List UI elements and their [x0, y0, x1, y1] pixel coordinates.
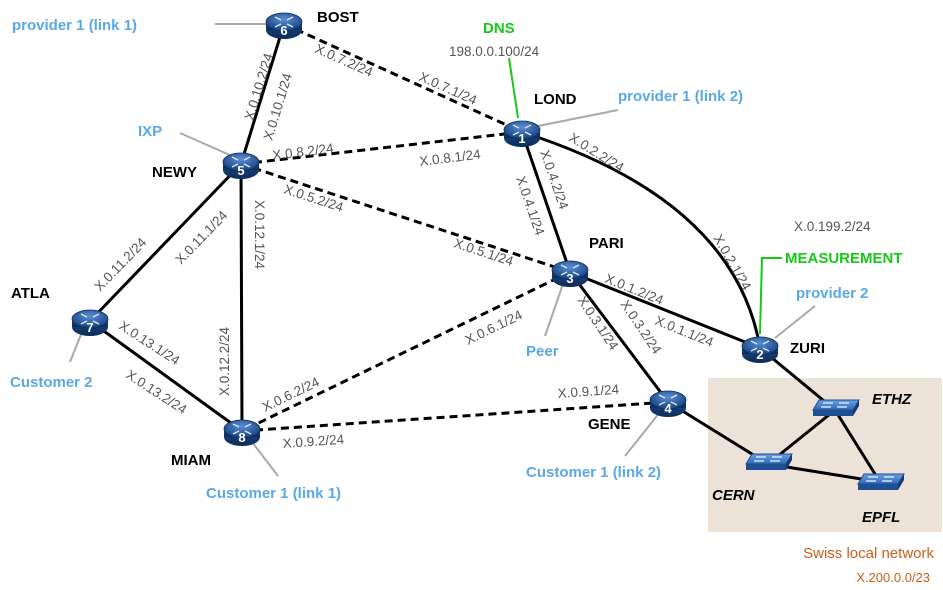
- ext-link-atla: [69, 331, 83, 363]
- router-4[interactable]: 4: [649, 390, 687, 417]
- switch-epfl[interactable]: [857, 473, 905, 490]
- ext-peer: Peer: [526, 343, 559, 360]
- measurement-label: MEASUREMENT: [785, 250, 903, 267]
- ip-x0-3-1: X.0.3.1/24: [575, 293, 622, 353]
- ext-link-lond: [537, 109, 619, 127]
- dns-label: DNS: [483, 20, 515, 37]
- measurement-ip: X.0.199.2/24: [794, 219, 871, 234]
- special-host-links: [508, 57, 782, 335]
- swiss-network-label: Swiss local network: [803, 545, 934, 562]
- router-6-number: 6: [280, 23, 287, 38]
- router-3-number: 3: [566, 271, 573, 286]
- switch-ethz[interactable]: [812, 399, 860, 416]
- router-8-number: 8: [238, 430, 245, 445]
- ext-customer2: Customer 2: [10, 374, 93, 391]
- ip-x0-4-2: X.0.4.2/24: [537, 148, 571, 212]
- link-gene-cern: [667, 400, 769, 466]
- measurement-link: [759, 257, 782, 335]
- ip-x0-6-2: X.0.6.2/24: [260, 374, 322, 415]
- external-links: [69, 23, 816, 477]
- router-1[interactable]: 1: [503, 120, 541, 147]
- router-2[interactable]: 2: [741, 336, 779, 363]
- ext-customer1-link1: Customer 1 (link 1): [206, 485, 341, 502]
- link-newy-lond: [240, 130, 523, 166]
- router-7[interactable]: 7: [71, 309, 109, 336]
- router-1-number: 1: [518, 131, 525, 146]
- ext-customer1-link2: Customer 1 (link 2): [526, 464, 661, 481]
- router-name-newy: NEWY: [152, 164, 197, 181]
- ip-x0-9-2: X.0.9.2/24: [282, 432, 345, 451]
- link-bost-newy: [239, 23, 286, 165]
- ext-provider1-link1: provider 1 (link 1): [12, 17, 137, 34]
- router-name-zuri: ZURI: [790, 340, 825, 357]
- ip-x0-8-2: X.0.8.2/24: [272, 141, 335, 163]
- ip-x0-13-2: X.0.13.2/24: [123, 367, 189, 417]
- ip-x0-9-1: X.0.9.1/24: [557, 382, 620, 401]
- ext-link-pari: [544, 283, 564, 337]
- links: [88, 22, 882, 484]
- ip-x0-13-1: X.0.13.1/24: [116, 318, 182, 368]
- ext-link-miam: [251, 441, 279, 477]
- link-lond-pari: [520, 131, 572, 273]
- router-name-pari: PARI: [589, 235, 624, 252]
- ip-x0-12-1: X.0.12.1/24: [252, 200, 267, 270]
- ext-ixp: IXP: [138, 123, 162, 140]
- ext-provider1-link2: provider 1 (link 2): [618, 88, 743, 105]
- switch-name-cern: CERN: [712, 487, 756, 504]
- link-pari-miam: [241, 270, 571, 433]
- link-newy-miam: [239, 163, 244, 432]
- router-name-atla: ATLA: [11, 285, 50, 302]
- ip-x0-2-1: X.0.2.1/24: [710, 232, 754, 293]
- link-newy-pari: [240, 162, 571, 274]
- ext-link-newy: [179, 132, 233, 157]
- dns-link: [508, 57, 519, 119]
- link-lond-zuri: [521, 130, 762, 349]
- link-pari-zuri: [569, 270, 761, 350]
- ip-x0-11-1: X.0.11.1/24: [172, 207, 230, 267]
- link-bost-lond: [283, 22, 523, 134]
- router-7-number: 7: [86, 320, 93, 335]
- link-newy-atla: [88, 162, 243, 323]
- switch-name-ethz: ETHZ: [872, 391, 912, 408]
- router-name-lond: LOND: [534, 91, 577, 108]
- ip-x0-5-2: X.0.5.2/24: [282, 182, 346, 215]
- ext-link-zuri: [774, 305, 816, 339]
- ip-x0-5-1: X.0.5.1/24: [452, 236, 516, 269]
- router-3[interactable]: 3: [551, 260, 589, 287]
- router-4-number: 4: [664, 401, 672, 416]
- swiss-network-subnet: X.200.0.0/23: [856, 570, 930, 585]
- router-8[interactable]: 8: [223, 419, 261, 446]
- router-5-number: 5: [237, 163, 244, 178]
- link-atla-miam: [89, 319, 243, 433]
- ip-x0-11-2: X.0.11.2/24: [91, 234, 149, 294]
- ip-x0-12-2: X.0.12.2/24: [217, 326, 232, 396]
- router-2-number: 2: [756, 347, 763, 362]
- dns-ip: 198.0.0.100/24: [449, 44, 540, 59]
- ext-link-gene: [624, 411, 661, 457]
- link-miam-gene: [241, 400, 669, 433]
- link-pari-gene: [568, 271, 670, 403]
- switch-cern[interactable]: [745, 453, 793, 470]
- router-name-gene: GENE: [588, 416, 631, 433]
- router-name-bost: BOST: [317, 9, 359, 26]
- router-name-miam: MIAM: [171, 452, 211, 469]
- link-ethz-epfl: [833, 409, 882, 483]
- ip-x0-7-2: X.0.7.2/24: [313, 41, 376, 80]
- ext-provider2: provider 2: [796, 285, 869, 302]
- switch-name-epfl: EPFL: [862, 509, 900, 526]
- ip-x0-4-1: X.0.4.1/24: [513, 174, 547, 238]
- router-5[interactable]: 5: [222, 152, 260, 179]
- router-6[interactable]: 6: [265, 12, 303, 39]
- ip-x0-6-1: X.0.6.1/24: [463, 307, 525, 348]
- ip-x0-8-1: X.0.8.1/24: [419, 147, 482, 169]
